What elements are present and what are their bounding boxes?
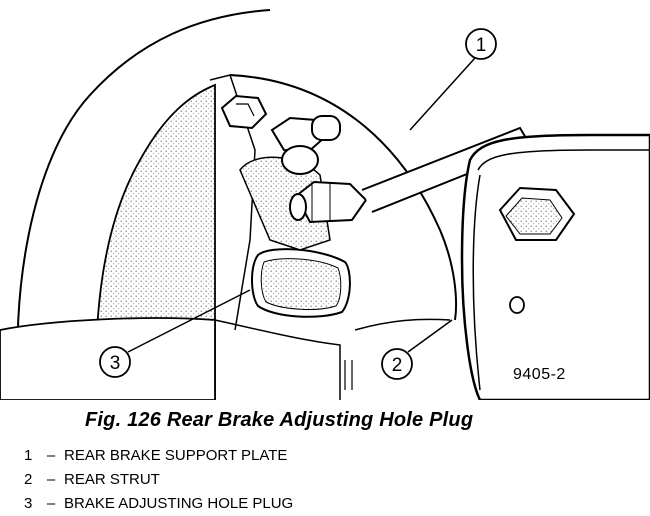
callout-2: 2 [381,319,453,380]
callout-1-number: 1 [476,35,487,56]
legend-dash: – [46,471,56,488]
legend-item: 1–REAR BRAKE SUPPORT PLATE [24,444,293,468]
callout-2-number: 2 [392,355,403,376]
callout-3-number: 3 [110,353,121,374]
rear-strut [460,133,650,400]
legend-label: REAR STRUT [64,471,160,488]
legend-dash: – [46,447,56,464]
upper-bolt-head [220,94,268,130]
callout-legend: 1–REAR BRAKE SUPPORT PLATE 2–REAR STRUT … [24,444,293,516]
figure-caption: Fig. 126 Rear Brake Adjusting Hole Plug [85,409,474,431]
brake-line-fitting [289,180,368,224]
legend-number: 2 [24,471,33,488]
legend-label: REAR BRAKE SUPPORT PLATE [64,447,288,464]
callout-3: 3 [99,289,251,378]
bleeder-screw [270,115,341,175]
adjusting-hole-plug [251,248,351,318]
legend-number: 3 [24,495,33,512]
strut-bolt-head [498,186,576,241]
callout-1: 1 [409,28,497,131]
legend-item: 3–BRAKE ADJUSTING HOLE PLUG [24,492,293,516]
legend-item: 2–REAR STRUT [24,468,293,492]
figure-code: 9405-2 [513,366,566,383]
strut-hole [509,296,525,314]
legend-number: 1 [24,447,33,464]
wheel-cylinder-fittings [220,94,368,251]
legend-dash: – [46,495,56,512]
legend-label: BRAKE ADJUSTING HOLE PLUG [64,495,294,512]
brake-assembly-illustration: 1 2 3 [0,9,650,400]
